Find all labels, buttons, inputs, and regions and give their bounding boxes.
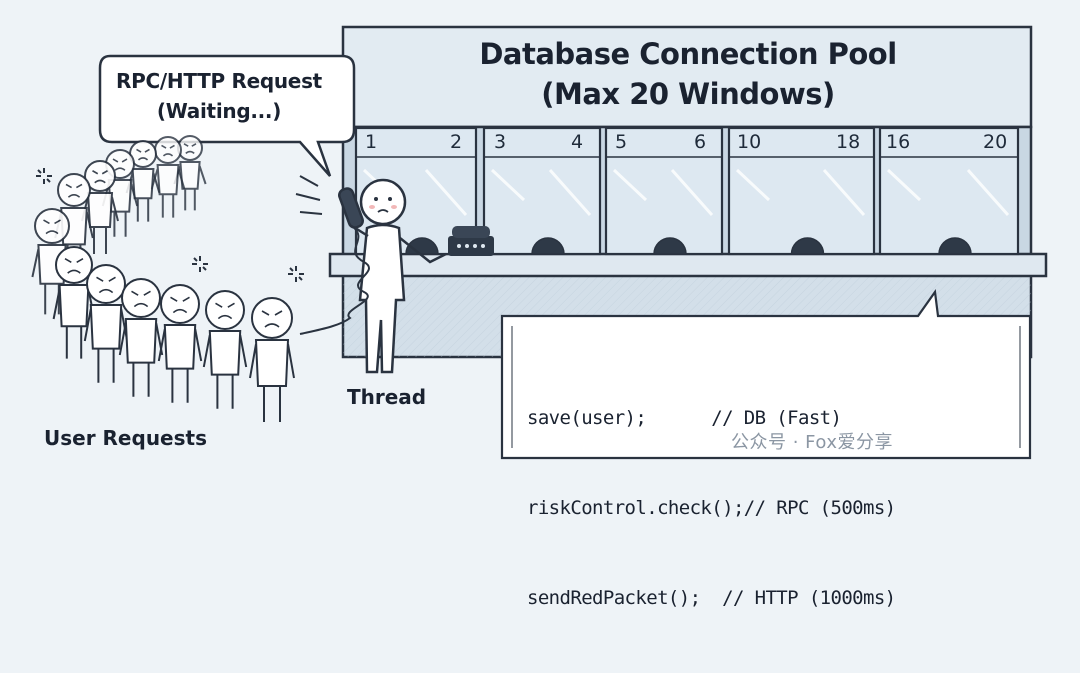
phone-icon [448, 226, 494, 256]
user-requests-label: User Requests [44, 426, 207, 450]
code-line: save(user); // DB (Fast) [527, 407, 842, 429]
window-booth [727, 126, 876, 256]
window-booth [604, 126, 724, 256]
window-booth [482, 126, 602, 256]
waiting-user [118, 278, 164, 397]
waiting-user [81, 160, 119, 254]
pool-title: Database Connection Pool (Max 20 Windows… [350, 34, 1026, 114]
code-snippet: save(user); // DB (Fast) riskControl.che… [527, 343, 1007, 673]
speech-bubble-text: RPC/HTTP Request (Waiting...) [96, 66, 342, 126]
waiting-user [31, 208, 73, 315]
speech-bubble-line1: RPC/HTTP Request [116, 69, 322, 93]
anger-icon [192, 256, 208, 272]
anger-icon [288, 266, 304, 282]
user-crowd [31, 135, 304, 422]
window-number: 16 [886, 131, 911, 153]
window-number: 10 [737, 131, 762, 153]
speech-bubble [98, 54, 356, 177]
thread-figure [295, 175, 447, 374]
connection-pool-diagram: Database Connection Pool (Max 20 Windows… [31, 25, 1048, 609]
waiting-user [150, 136, 186, 218]
pool-title-line2: (Max 20 Windows) [541, 77, 835, 111]
waiting-user [52, 246, 96, 359]
window-number: 20 [983, 131, 1008, 153]
waiting-user [173, 135, 207, 211]
window-number: 4 [571, 131, 584, 153]
window-number: 2 [450, 131, 463, 153]
window-number: 6 [694, 131, 707, 153]
pool-title-line1: Database Connection Pool [479, 37, 897, 71]
waiting-user [83, 264, 129, 383]
watermark: 公众号 · Fox爱分享 [731, 432, 893, 453]
code-line: sendRedPacket(); // HTTP (1000ms) [527, 587, 896, 609]
code-box [500, 289, 1032, 460]
waiting-user [157, 284, 203, 403]
anger-icon [36, 168, 52, 184]
thread-label: Thread [347, 385, 427, 409]
window-number: 5 [615, 131, 628, 153]
diagram-canvas [31, 25, 1048, 460]
window-booth [878, 126, 1020, 256]
window-number: 18 [836, 131, 861, 153]
window-number: 1 [365, 131, 378, 153]
waiting-user [249, 297, 295, 422]
speech-bubble-line2: (Waiting...) [156, 99, 282, 123]
code-line: riskControl.check();// RPC (500ms) [527, 497, 896, 519]
window-number: 3 [494, 131, 507, 153]
waiting-user [202, 290, 248, 409]
